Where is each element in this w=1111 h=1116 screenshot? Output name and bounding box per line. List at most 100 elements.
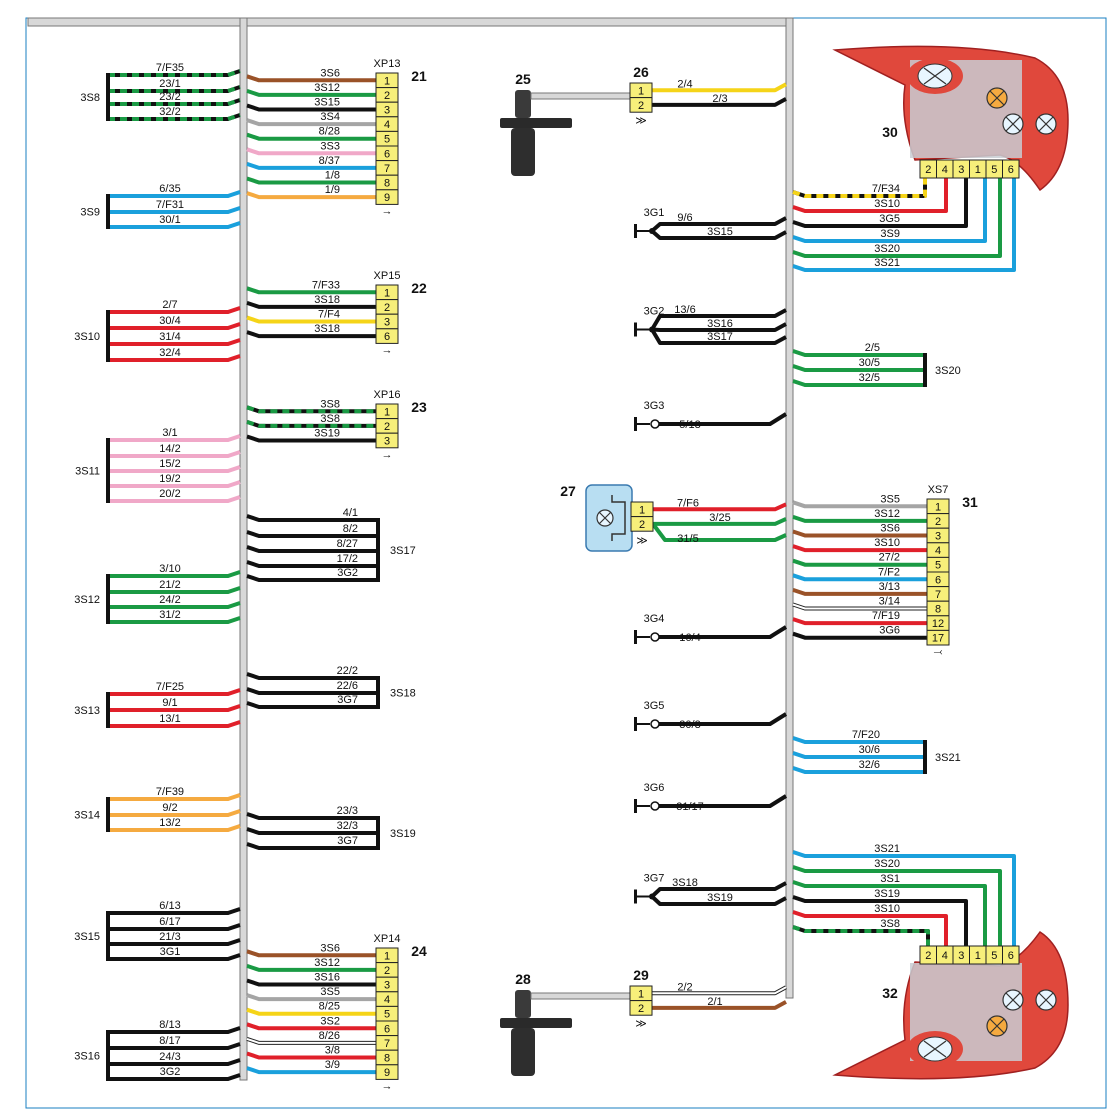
sensor-head bbox=[515, 90, 531, 118]
connector-wire bbox=[792, 558, 927, 567]
splice-wire bbox=[792, 751, 925, 759]
sensor-body bbox=[511, 128, 535, 176]
pin-number: 1 bbox=[935, 501, 941, 513]
wire-label: 3S8 bbox=[880, 918, 900, 930]
terminal-cell bbox=[630, 516, 654, 532]
pin-number: 3 bbox=[958, 164, 964, 176]
wire-label: 3S21 bbox=[874, 843, 900, 855]
splice-wire bbox=[108, 601, 241, 609]
pin-number: 4 bbox=[384, 119, 390, 131]
pin-number: 1 bbox=[384, 287, 390, 299]
splice-wire bbox=[108, 465, 241, 473]
ground-symbol-icon bbox=[634, 799, 660, 813]
pin-number: 6 bbox=[384, 1023, 390, 1035]
splice-bar bbox=[106, 692, 110, 728]
pin-number: 1 bbox=[384, 75, 390, 87]
splice-wire bbox=[108, 450, 241, 458]
splice-wire bbox=[792, 379, 925, 387]
splice-label: 3S10 bbox=[74, 331, 100, 343]
splice-wire bbox=[108, 1058, 241, 1066]
wire-label: 23/2 bbox=[159, 91, 180, 103]
splice-wire bbox=[108, 69, 241, 77]
wire-label: 2/5 bbox=[865, 342, 880, 354]
splice-wire bbox=[792, 364, 925, 372]
wire-label: 27/2 bbox=[879, 552, 900, 564]
connector-wire bbox=[246, 330, 376, 339]
wire-label: 5/13 bbox=[679, 419, 700, 431]
wire-label: 3S12 bbox=[874, 508, 900, 520]
wire-label: 3S19 bbox=[874, 888, 900, 900]
rear-light-icon bbox=[832, 930, 1069, 1080]
connector-wire bbox=[246, 1051, 376, 1060]
wire-label: 32/6 bbox=[859, 759, 880, 771]
splice-label: 3S18 bbox=[390, 688, 416, 700]
terminal-cell bbox=[1002, 945, 1020, 965]
splice-wire bbox=[108, 113, 241, 121]
terminal-cell bbox=[629, 97, 653, 113]
splice-wire bbox=[246, 514, 378, 522]
splice-wire bbox=[108, 570, 241, 578]
splice-wire bbox=[108, 221, 241, 229]
wire-label: 3S20 bbox=[874, 858, 900, 870]
wire-label: 3G7 bbox=[337, 694, 358, 706]
wire-label: 3S18 bbox=[314, 323, 340, 335]
splice-wire bbox=[108, 190, 241, 198]
wire-label: 9/1 bbox=[162, 697, 177, 709]
ground-label: 3G1 bbox=[644, 207, 665, 219]
wire-label: 3S17 bbox=[707, 331, 733, 343]
taillight-wire bbox=[792, 910, 948, 946]
wire-label: 3S16 bbox=[707, 318, 733, 330]
wire-label: 3S6 bbox=[320, 942, 340, 954]
wire-label: 7/F19 bbox=[872, 610, 900, 622]
pin-number: 2 bbox=[384, 90, 390, 102]
pin-number: 1 bbox=[975, 950, 981, 962]
splice-wire bbox=[108, 923, 241, 931]
wire-label: 21/2 bbox=[159, 579, 180, 591]
lamp-wire bbox=[653, 502, 787, 512]
wire-label: 3S1 bbox=[880, 873, 900, 885]
ground-wire bbox=[659, 712, 788, 726]
pin-number: 9 bbox=[384, 192, 390, 204]
ground-label: 3G7 bbox=[644, 873, 665, 885]
component-number: 32 bbox=[882, 985, 898, 1001]
pin-number: 6 bbox=[384, 331, 390, 343]
connector-wire bbox=[792, 602, 927, 611]
splice-label: 3S12 bbox=[74, 594, 100, 606]
sensor-wire bbox=[652, 82, 787, 93]
sensor-cable bbox=[530, 992, 631, 1000]
splice-wire bbox=[246, 672, 378, 680]
splice-label: 3S15 bbox=[74, 931, 100, 943]
connector-wire bbox=[246, 1007, 376, 1016]
wire-label: 22/6 bbox=[337, 680, 358, 692]
connector-code: XP16 bbox=[374, 389, 401, 401]
pin-number: 4 bbox=[384, 994, 390, 1006]
connector-wire bbox=[246, 434, 376, 443]
wire-label: 17/2 bbox=[337, 553, 358, 565]
ground-bar bbox=[634, 322, 637, 337]
splice-wire bbox=[246, 812, 378, 820]
component-number: 28 bbox=[515, 971, 531, 987]
connector-wire bbox=[246, 286, 376, 295]
plug-arrow-icon: ≫ bbox=[635, 1018, 647, 1030]
sensor-body bbox=[511, 1028, 535, 1076]
ground-wire bbox=[650, 308, 787, 331]
connector-wire bbox=[246, 74, 376, 83]
splice-wire bbox=[108, 704, 241, 712]
splice-wire bbox=[108, 322, 241, 330]
ground-wire bbox=[650, 895, 787, 906]
wire-label: 8/17 bbox=[159, 1035, 180, 1047]
lamp-contact bbox=[611, 495, 626, 541]
connector-xs7 bbox=[926, 498, 950, 646]
connector-code: XP14 bbox=[374, 933, 401, 945]
wire-label: 3S15 bbox=[314, 97, 340, 109]
connector-wire bbox=[246, 978, 376, 987]
sensor-wire bbox=[652, 985, 787, 996]
component-number: 27 bbox=[560, 483, 576, 499]
plug-arrow-icon: → bbox=[382, 205, 393, 217]
wire-label: 3G7 bbox=[337, 835, 358, 847]
wire-label: 3S21 bbox=[874, 257, 900, 269]
wire-label: 13/1 bbox=[159, 713, 180, 725]
wire-label: 32/3 bbox=[337, 820, 358, 832]
connector-wire bbox=[792, 500, 927, 509]
